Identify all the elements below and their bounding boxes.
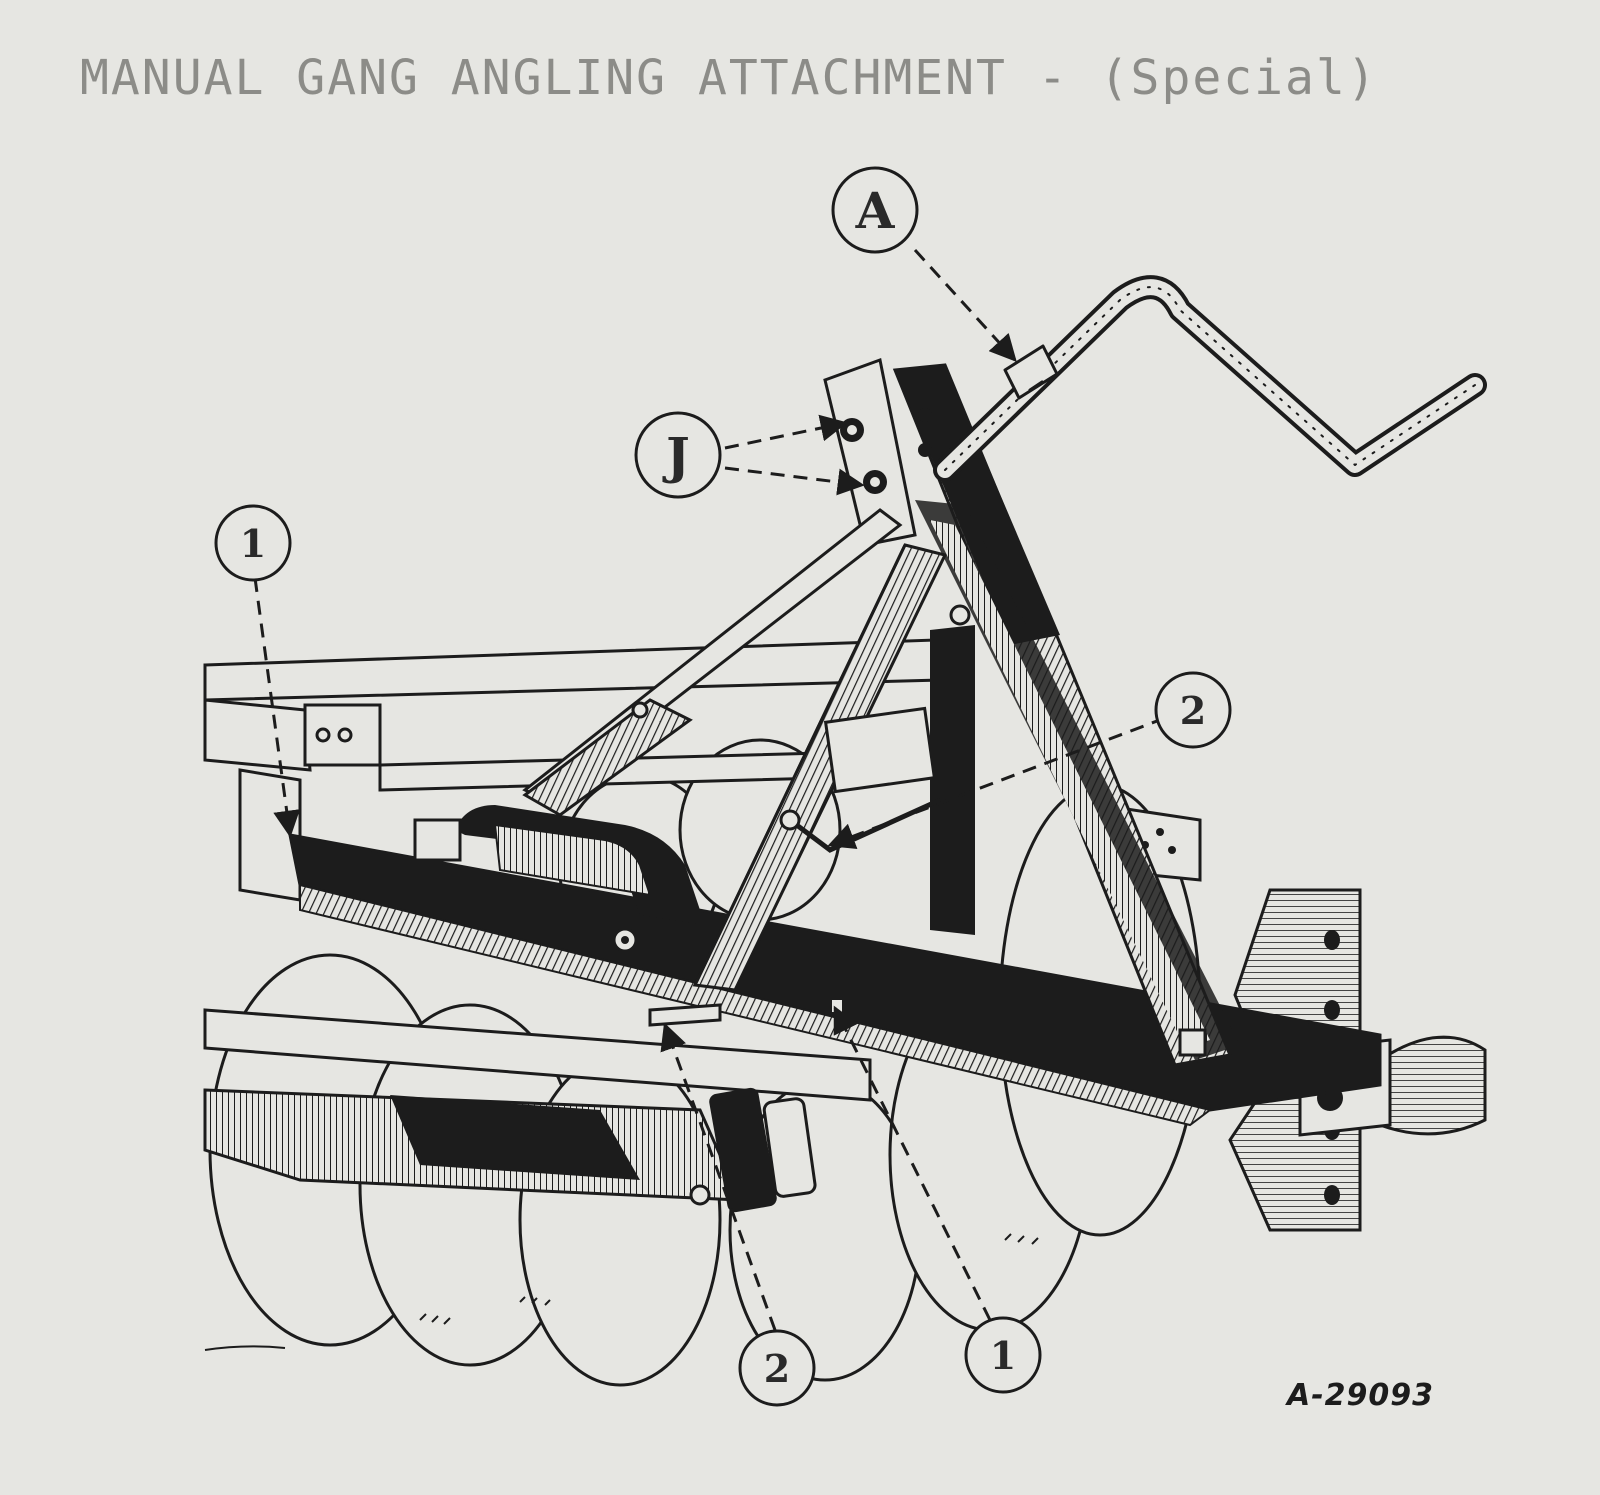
figure-id: A-29093 — [1287, 1378, 1435, 1413]
callout-a: A — [831, 166, 919, 254]
leader-1-bottom — [833, 1005, 992, 1321]
callout-1-upper-label: 1 — [240, 521, 266, 566]
callout-1-bottom-label: 1 — [990, 1333, 1016, 1378]
leader-2-right — [827, 716, 1166, 850]
bracket-housing — [413, 805, 705, 925]
leader-lines — [253, 248, 1166, 1331]
right-a-frame-leg — [892, 363, 1240, 1067]
crank-handle — [933, 275, 1487, 482]
leader-j-lower — [724, 466, 865, 496]
callout-2-bottom-label: 2 — [764, 1346, 790, 1391]
lower-gang-bar — [203, 1008, 872, 1213]
ground-marks — [204, 1233, 1039, 1351]
callout-j: J — [634, 411, 722, 499]
leader-2-bottom — [660, 1022, 777, 1331]
callout-a-label: A — [855, 181, 896, 240]
callout-1-upper: 1 — [214, 504, 292, 582]
vertical-post — [930, 625, 975, 935]
callout-1-bottom: 1 — [964, 1316, 1042, 1394]
leader-a — [913, 248, 1017, 362]
leader-j-upper — [724, 414, 848, 450]
callout-j-label: J — [662, 426, 690, 485]
main-beam — [288, 833, 1382, 1127]
page-title: MANUAL GANG ANGLING ATTACHMENT - (Specia… — [80, 50, 1378, 106]
left-a-frame-leg — [648, 543, 948, 1027]
callout-2-bottom: 2 — [738, 1329, 816, 1407]
screw-rod — [522, 508, 903, 817]
leader-1-upper — [253, 577, 301, 838]
callout-2-right-label: 2 — [1180, 688, 1206, 733]
callout-2-right: 2 — [1154, 671, 1232, 749]
